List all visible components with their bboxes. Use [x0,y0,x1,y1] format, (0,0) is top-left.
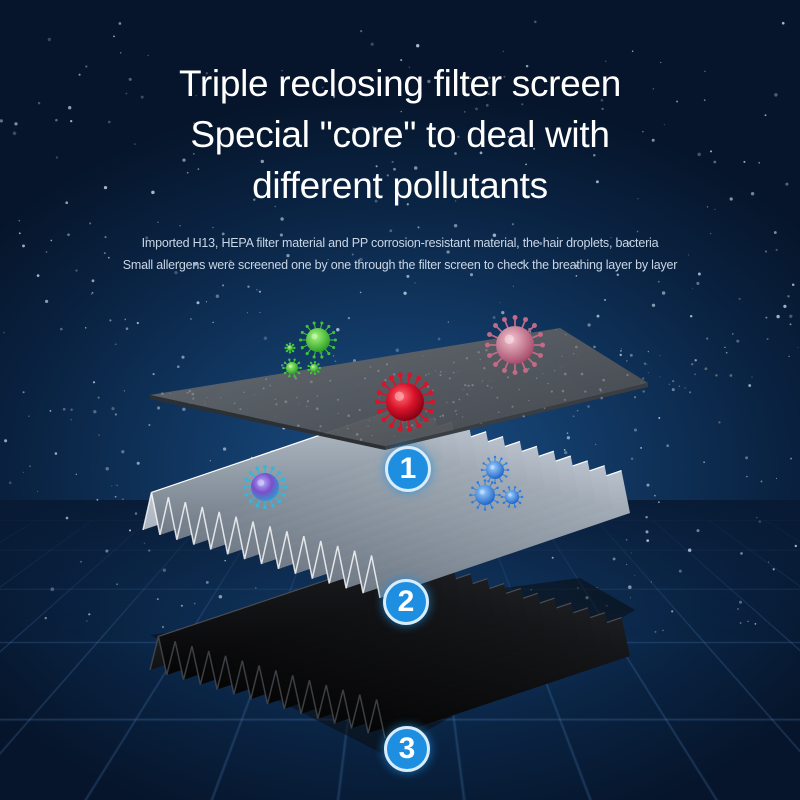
blue-virus-cluster-icon [480,455,510,485]
green-virus-icon [284,342,296,354]
headline-line-2: Special "core" to deal with [190,114,610,155]
layer-3-number-badge: 3 [384,726,430,772]
headline-line-1: Triple reclosing filter screen [178,63,621,104]
layer-1-gray-mesh-sheet [150,328,753,450]
blue-virus-cluster-icon [469,479,501,511]
headline: Triple reclosing filter screen Special "… [0,58,800,211]
red-virus-icon [374,372,436,432]
green-virus-icon [307,361,321,375]
description-line-1: Imported H13, HEPA filter material and P… [141,236,659,250]
description-line-2: Small allergens were screened one by one… [122,258,678,272]
headline-line-3: different pollutants [252,165,548,206]
green-virus-icon [299,321,337,359]
layer-2-number-badge: 2 [383,579,429,625]
green-virus-icon [282,358,302,378]
description: Imported H13, HEPA filter material and P… [0,232,800,276]
blue-virus-cluster-icon [500,486,524,508]
layer-1-number-badge: 1 [385,446,431,492]
cyan-virus-icon [242,464,288,510]
pink-virus-icon [484,314,546,376]
